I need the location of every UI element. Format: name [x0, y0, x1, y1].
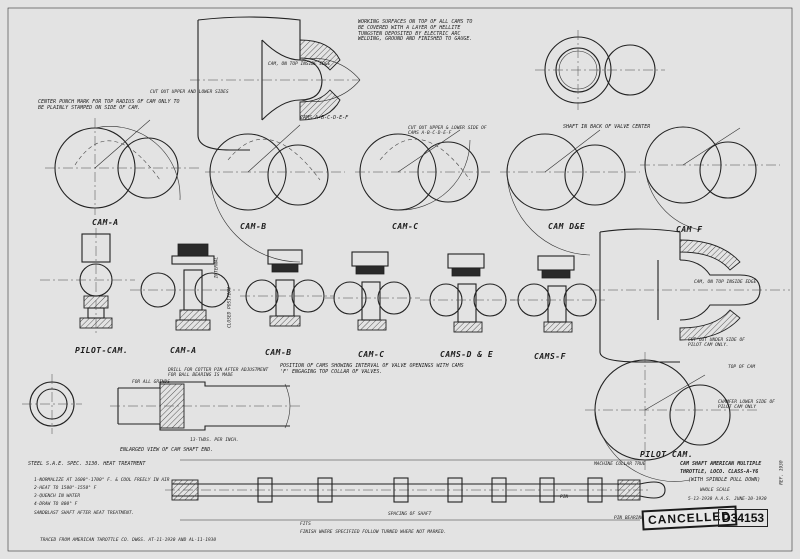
- note-ht-2: 2-HEAT TO 1500°-1550° F: [34, 486, 97, 491]
- note-traced-from: TRACED FROM AMERICAN THROTTLE CO. DWGS. …: [40, 538, 217, 543]
- label-cam-a-row: CAM-A: [170, 346, 197, 355]
- cam-shaft-assembly: [165, 459, 666, 521]
- note-steel-spec: STEEL S.A.E. SPEC. 3130. HEAT TREATMENT: [28, 461, 146, 467]
- cam-top-view-detail: [190, 16, 361, 151]
- label-pilot-cam: PILOT CAM.: [640, 450, 694, 459]
- cam-d-e-side-view: [420, 253, 515, 333]
- note-dim-2: FOR ALL GRINDS: [132, 380, 170, 385]
- cam-c-side-view: [325, 251, 420, 331]
- note-cam-inside-edge: CAM, ON TOP INSIDE EDGE: [694, 280, 757, 285]
- cam-d-e-profile: [500, 129, 640, 256]
- note-cut-out-under-pilot: CUT OUT UNDER SIDE OF PILOT CAM ONLY.: [688, 338, 745, 349]
- note-dim-1: 13-THDS. PER INCH.: [190, 438, 239, 443]
- label-cam-d-e-top: CAM D&E: [548, 222, 586, 231]
- note-center-punch: CENTER PUNCH MARK FOR TOP RADIUS OF CAM …: [38, 99, 180, 111]
- title-line-5: 5-13-1930 A.A.S. JUNE-10-1930: [688, 497, 767, 502]
- label-cam-a-top: CAM-A: [92, 218, 119, 227]
- label-cams-f-row: CAMS-F: [534, 352, 566, 361]
- note-top-of-cam: TOP OF CAM: [728, 365, 756, 370]
- note-cams-abcdef: CAMS A-B-C-D-E-F: [300, 115, 349, 121]
- note-ht-1: 1-NORMALIZE AT 1600°-1700° F. & COOL FRE…: [34, 478, 170, 483]
- cam-b-profile: [205, 124, 345, 263]
- note-finish: FINISH WHERE SPECIFIED FOLLOW TURNED WHE…: [300, 530, 447, 535]
- cam-f-slot-detail: [590, 228, 790, 363]
- note-pin-bearing: PIN BEARING: [614, 516, 644, 521]
- annot-closed-position: CLOSED POSITION: [227, 287, 233, 328]
- note-ht-4: 4-DRAW TO 800° F: [34, 502, 78, 507]
- label-cam-b-top: CAM-B: [240, 222, 267, 231]
- note-shaft-in-back: SHAFT IN BACK OF VALVE CENTER: [563, 124, 651, 130]
- label-cam-c-top: CAM-C: [392, 222, 419, 231]
- cam-c-profile: [355, 129, 490, 211]
- note-drill-cotter: DRILL FOR COTTER PIN AFTER ADJUSTMENT FO…: [168, 368, 269, 379]
- cam-b-side-view: [240, 249, 335, 327]
- annot-internal: INTERNAL: [214, 256, 220, 279]
- pilot-cam-side-view: [40, 228, 135, 335]
- label-cam-f-top: CAM F: [676, 225, 703, 234]
- pilot-cam-ring-view: [535, 30, 665, 110]
- note-pin: PIN: [560, 495, 569, 500]
- note-cut-out-upper: CUT OUT UPPER AND LOWER SIDES: [150, 90, 229, 95]
- cam-a-side-view: [130, 243, 240, 331]
- note-chamfer-lower: CHAMFER LOWER SIDE OF PILOT CAM ONLY: [718, 400, 775, 411]
- shaft-end-enlarged: [110, 381, 300, 431]
- title-line-4: WHOLE SCALE: [700, 488, 730, 493]
- pilot-cam-profile: [585, 352, 760, 482]
- shaft-end-section: [22, 374, 82, 434]
- note-working-surfaces: WORKING SURFACES ON TOP OF ALL CAMS TO B…: [358, 19, 473, 43]
- sheet-border: [7, 7, 793, 552]
- title-line-2: THROTTLE, LOCO. CLASS-A-Y6: [680, 469, 759, 475]
- title-line-1: CAM SHAFT AMERICAN MULTIPLE: [680, 461, 762, 467]
- note-position-of-cams: POSITION OF CAMS SHOWING INTERVAL OF VAL…: [280, 363, 464, 375]
- note-machine-collar: MACHINE COLLAR TRUE: [594, 462, 646, 467]
- note-cut-out-upper-lower: CUT OUT UPPER & LOWER SIDE OF CAMS A-B-C…: [408, 126, 487, 137]
- note-ht-3: 3-QUENCH IN WATER: [34, 494, 81, 499]
- note-cam-top-edge: CAM, ON TOP INSIDE EDGE: [268, 62, 331, 67]
- cam-f-side-view: [510, 255, 605, 333]
- drawing-number: D34153: [718, 509, 769, 527]
- cam-f-profile: [640, 126, 780, 231]
- label-cams-d-e-row: CAMS-D & E: [440, 350, 494, 359]
- cam-a-profile: [45, 118, 200, 215]
- title-line-3: (WITH SPINDLE PULL DOWN): [688, 477, 761, 483]
- label-cam-c-row: CAM-C: [358, 350, 385, 359]
- label-cam-b-row: CAM-B: [265, 348, 292, 357]
- note-spacing: SPACING OF SHAFT: [388, 512, 432, 517]
- note-ht-5: SANDBLAST SHAFT AFTER HEAT TREATMENT.: [34, 511, 135, 516]
- margin-text: REF. 1930: [779, 460, 785, 485]
- note-fits: FITS: [300, 522, 311, 527]
- caption-enlarged-view: ENLARGED VIEW OF CAM SHAFT END.: [120, 447, 214, 453]
- label-pilot-cam-row: PILOT-CAM.: [75, 346, 129, 355]
